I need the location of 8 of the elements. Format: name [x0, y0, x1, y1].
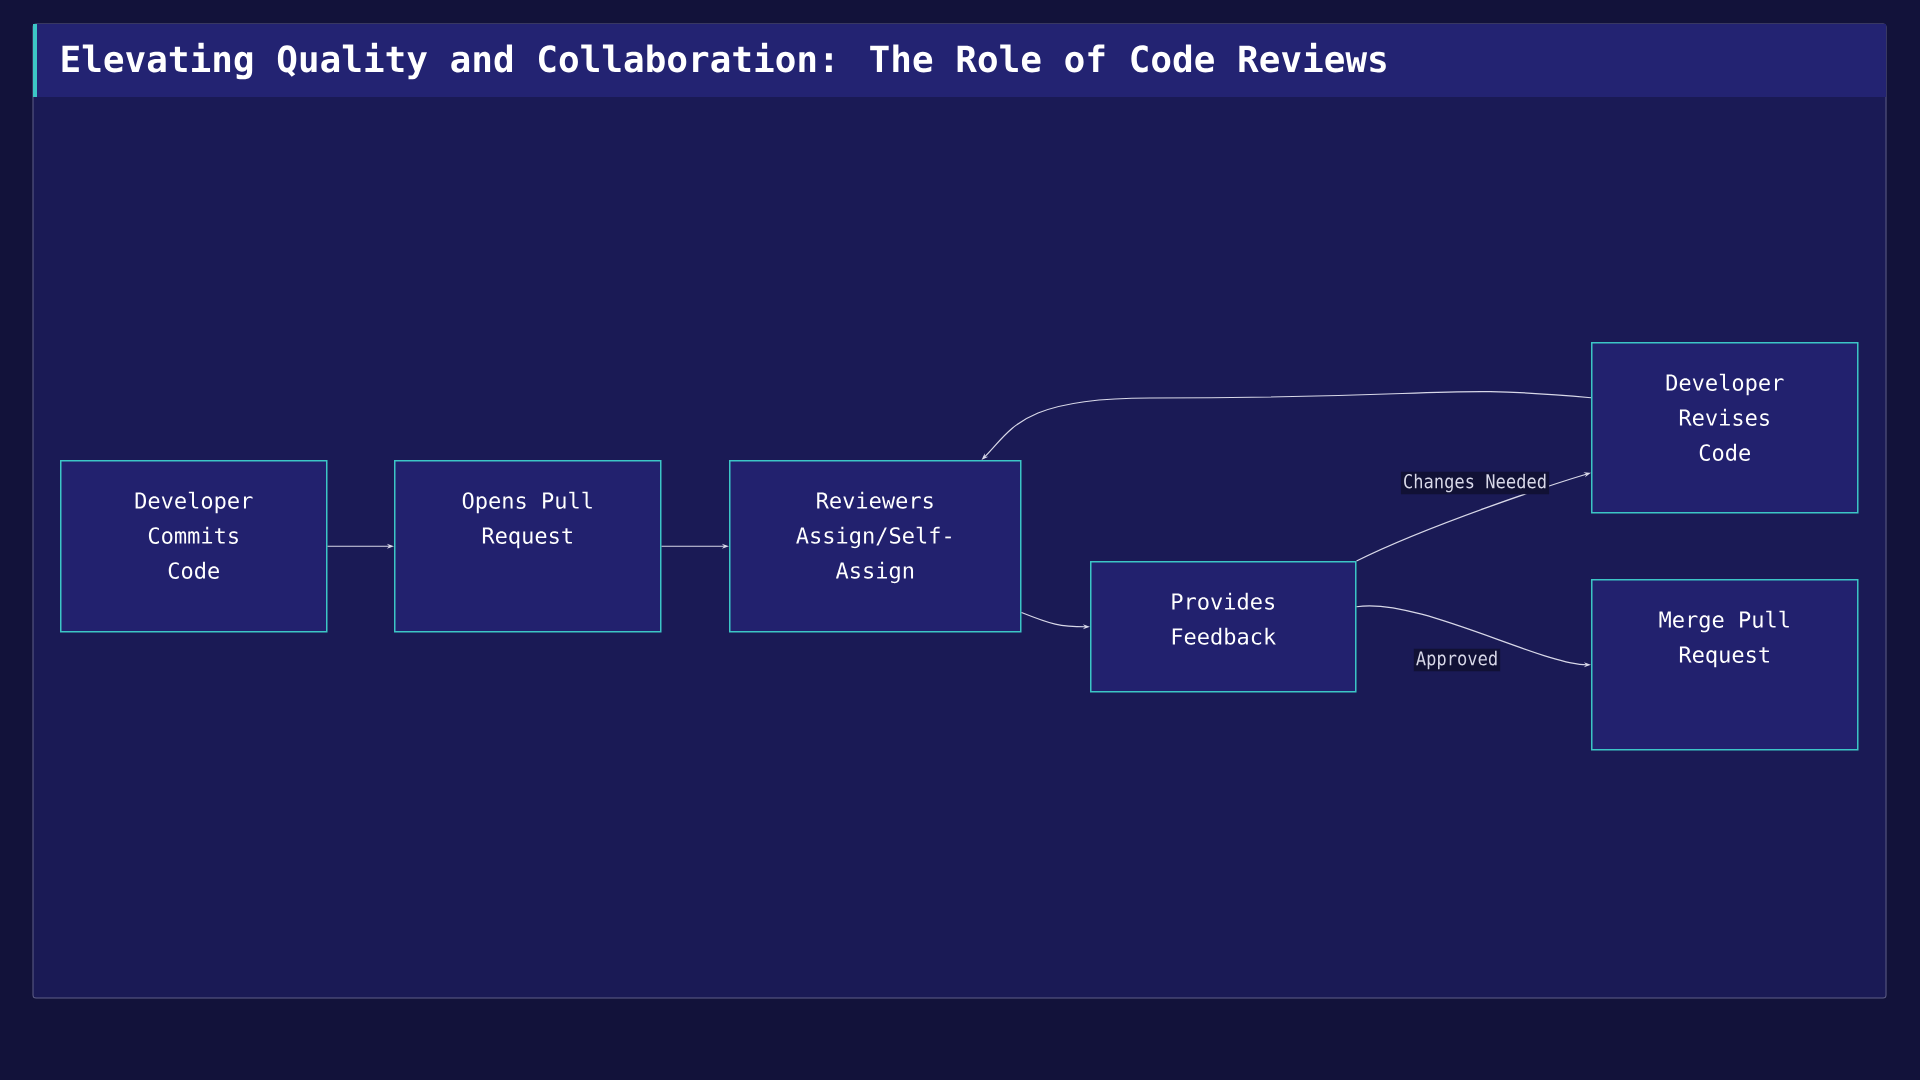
process-box: Developer Revises Code [1591, 342, 1859, 514]
process-box: Reviewers Assign/Self-Assign [729, 460, 1022, 633]
process-box: Provides Feedback [1090, 561, 1357, 693]
title-bar: Elevating Quality and Collaboration: The Role of Code Reviews [33, 24, 1886, 97]
process-box: Developer Commits Code [60, 460, 328, 633]
process-box: Merge Pull Request [1591, 579, 1859, 751]
edge-label: Changes Needed [1400, 471, 1550, 495]
process-box: Opens Pull Request [394, 460, 662, 633]
